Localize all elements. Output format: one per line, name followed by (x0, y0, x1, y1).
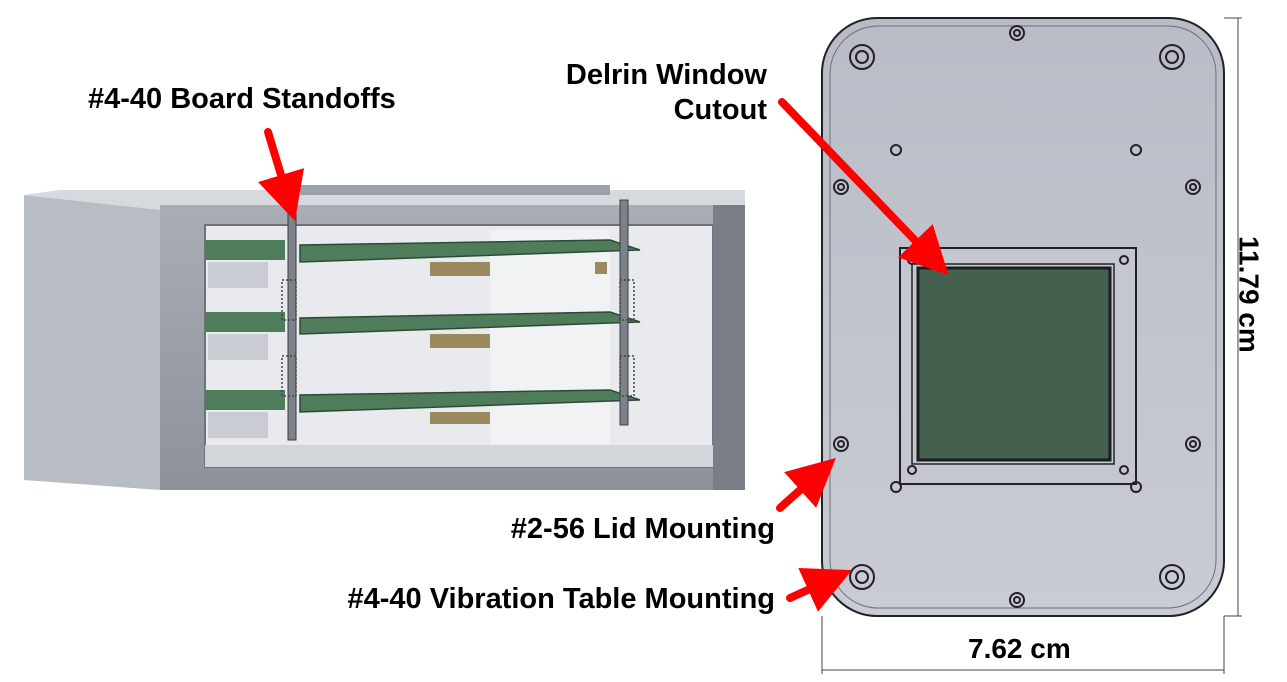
label-lid-mounting: #2-56 Lid Mounting (510, 513, 775, 545)
callout-arrows (258, 98, 949, 612)
arrow-board-standoffs (258, 128, 305, 221)
label-board-standoffs: #4-40 Board Standoffs (88, 83, 396, 115)
dimension-height-label: 11.79 cm (1233, 236, 1265, 353)
label-delrin-window: Delrin Window Cutout (566, 58, 767, 128)
delrin-window (916, 266, 1112, 462)
label-delrin-line2: Cutout (673, 93, 767, 126)
dimension-width-label: 7.62 cm (968, 633, 1071, 664)
circuit-board-stack (205, 239, 641, 438)
arrow-vibration-mounting (786, 567, 852, 612)
label-delrin-line1: Delrin Window (565, 59, 767, 91)
label-vibration-mounting: #4-40 Vibration Table Mounting (347, 583, 775, 615)
arrow-delrin-window (778, 98, 949, 276)
lid-plate-top-view (821, 17, 1242, 674)
enclosure-cutaway (24, 185, 745, 490)
arrow-lid-mounting (776, 457, 836, 512)
dimension-lines (821, 17, 1242, 674)
